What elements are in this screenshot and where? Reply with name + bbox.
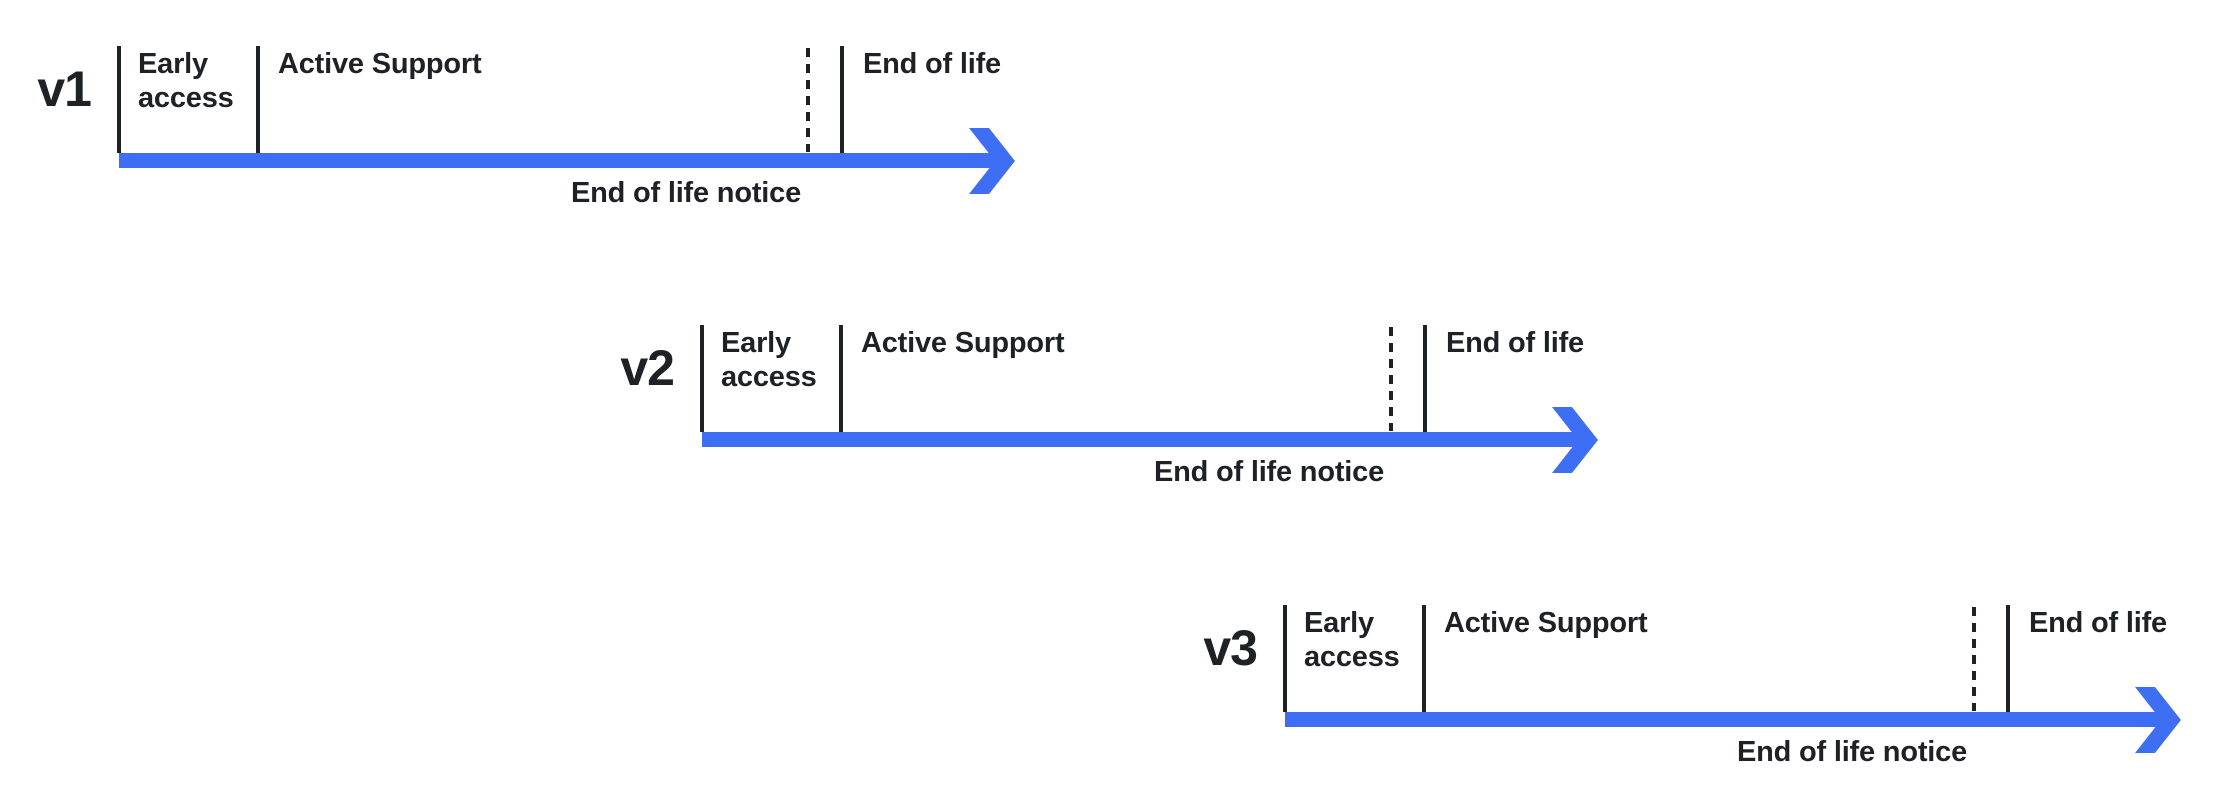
timeline-bar (119, 153, 999, 168)
active-support-label: Active Support (278, 48, 482, 80)
end-of-life-label: End of life (863, 48, 1001, 80)
timeline-row-v2: v2 Early access Active Support End of li… (602, 325, 1612, 497)
eol-notice-label: End of life notice (1153, 456, 1384, 488)
eol-notice-label: End of life notice (1736, 736, 1967, 768)
timeline-arrow-head-icon (969, 128, 1015, 194)
early-access-end-tick (1422, 605, 1426, 712)
early-access-label: Early access (138, 48, 234, 114)
timeline-row-v3: v3 Early access Active Support End of li… (1185, 605, 2195, 777)
active-support-label: Active Support (861, 327, 1065, 359)
eol-notice-dashed-line (1389, 327, 1393, 431)
version-label: v2 (620, 340, 675, 396)
timeline-start-tick (117, 46, 121, 153)
timeline-bar (702, 432, 1582, 447)
timeline-arrow-head-icon (2135, 687, 2181, 753)
end-of-life-label: End of life (2029, 607, 2167, 639)
end-of-life-tick (840, 46, 844, 153)
eol-notice-dashed-line (1972, 607, 1976, 711)
version-label: v3 (1203, 620, 1258, 676)
early-access-end-tick (839, 325, 843, 432)
early-access-label: Early access (721, 327, 817, 393)
timeline-arrow-head-icon (1552, 407, 1598, 473)
end-of-life-tick (1423, 325, 1427, 432)
early-access-label: Early access (1304, 607, 1400, 673)
version-label: v1 (37, 61, 92, 117)
early-access-end-tick (256, 46, 260, 153)
end-of-life-label: End of life (1446, 327, 1584, 359)
timeline-bar (1285, 712, 2165, 727)
timeline-start-tick (700, 325, 704, 432)
timeline-start-tick (1283, 605, 1287, 712)
active-support-label: Active Support (1444, 607, 1648, 639)
timeline-row-v1: v1 Early access Active Support End of li… (19, 46, 1029, 218)
eol-notice-dashed-line (806, 48, 810, 152)
end-of-life-tick (2006, 605, 2010, 712)
eol-notice-label: End of life notice (570, 177, 801, 209)
